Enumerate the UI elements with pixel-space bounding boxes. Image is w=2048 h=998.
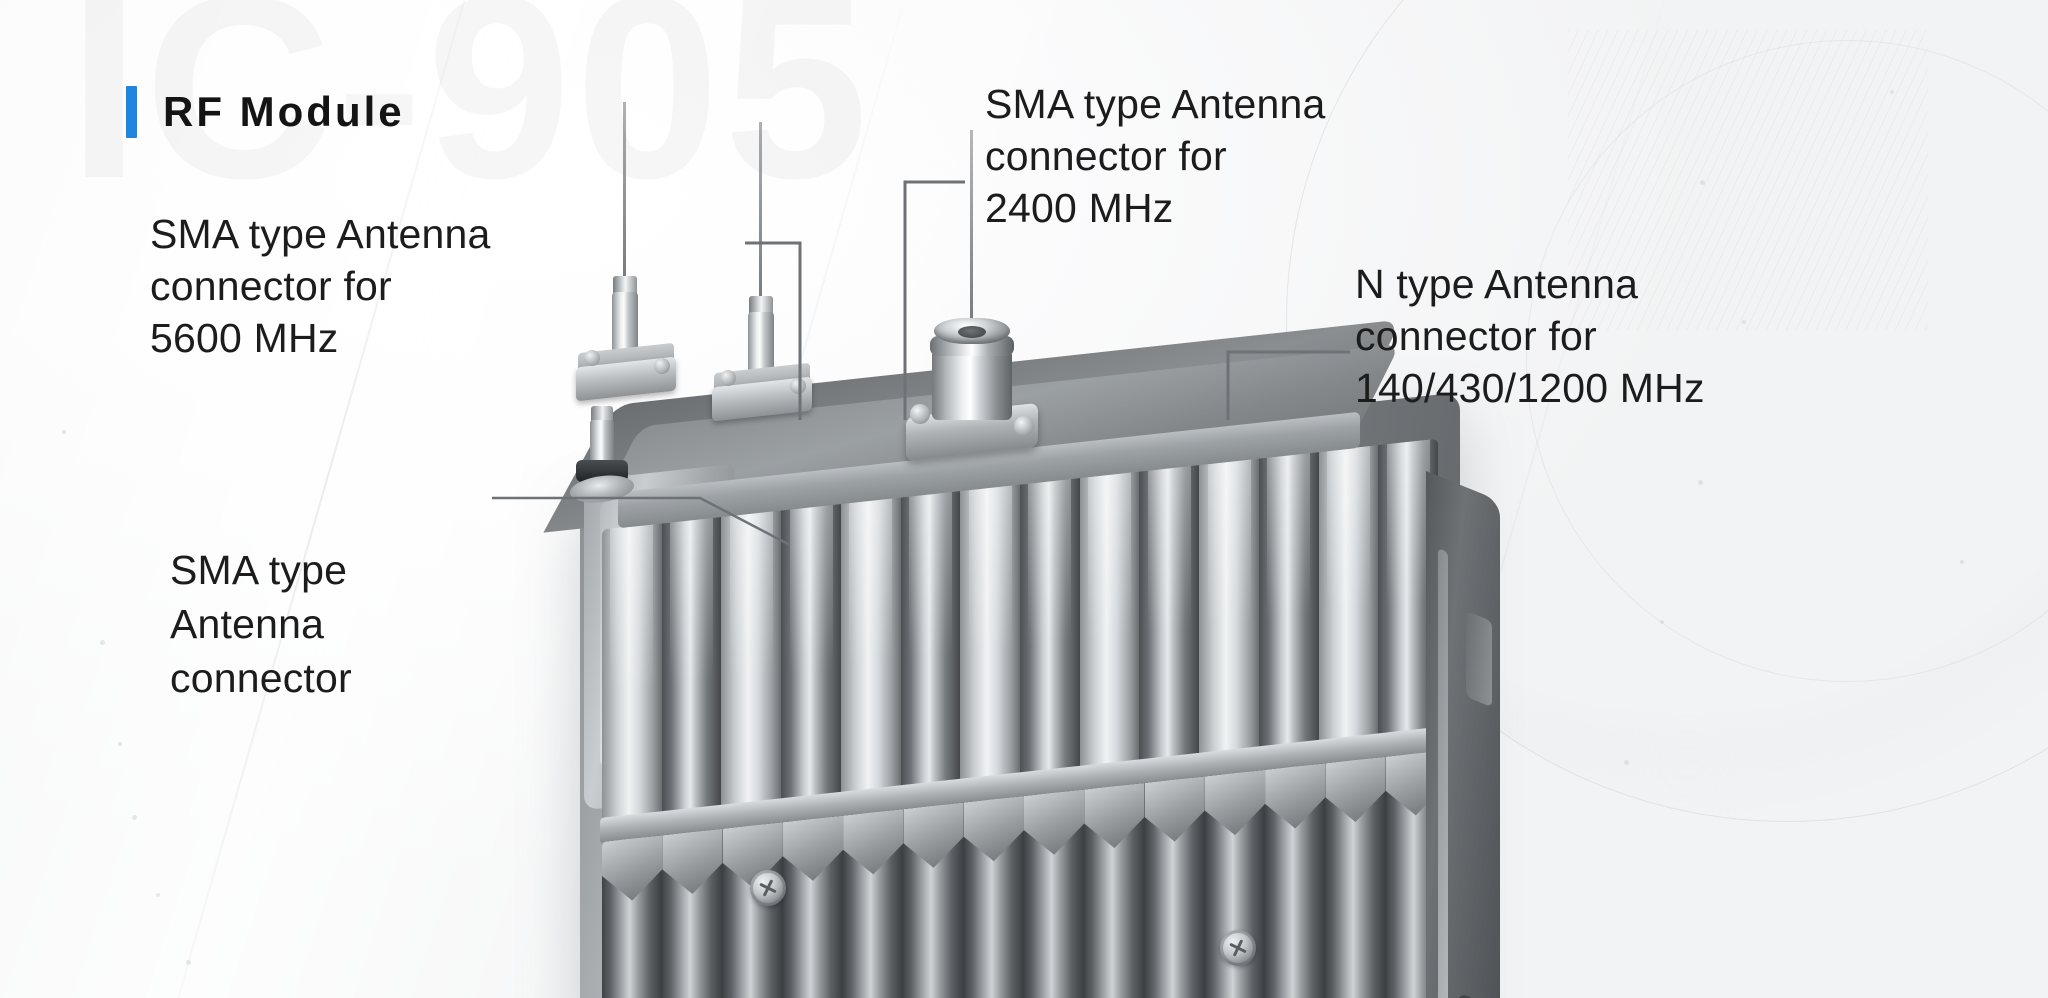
background-dot <box>132 815 137 820</box>
device-screw <box>1220 930 1256 966</box>
device-screw <box>750 870 786 906</box>
sma-connector-plain <box>570 406 634 506</box>
background-dot <box>1960 560 1964 564</box>
background-dot <box>1742 320 1746 324</box>
device-side-groove <box>1438 547 1448 998</box>
background-dot <box>62 430 66 434</box>
sma-connector-2400 <box>712 122 812 422</box>
callout-label-n-type: N type Antenna connector for 140/430/120… <box>1355 261 1705 412</box>
sma-connector-5600 <box>576 102 676 402</box>
background-dot <box>1700 180 1705 185</box>
background-dot <box>100 640 105 645</box>
page-title: RF Module <box>163 88 405 135</box>
accent-bar <box>126 86 137 138</box>
background-dot <box>1624 760 1629 765</box>
device-side-tab <box>1466 610 1492 708</box>
background-dot <box>186 960 191 965</box>
callout-label-sma-plain: SMA type Antenna connector <box>170 547 352 702</box>
callout-label-sma-5600: SMA type Antenna connector for 5600 MHz <box>150 211 491 362</box>
background-dot <box>118 742 122 746</box>
background-hatch-pattern <box>1568 30 1928 330</box>
background-dot <box>1890 90 1894 94</box>
background-dot <box>156 893 160 897</box>
rf-module-device-image <box>543 102 1560 998</box>
page-title-block: RF Module <box>126 86 405 138</box>
background-dot <box>1660 620 1664 624</box>
callout-label-sma-2400: SMA type Antenna connector for 2400 MHz <box>985 81 1326 232</box>
background-dot <box>1698 480 1703 485</box>
n-type-connector <box>906 130 1038 462</box>
